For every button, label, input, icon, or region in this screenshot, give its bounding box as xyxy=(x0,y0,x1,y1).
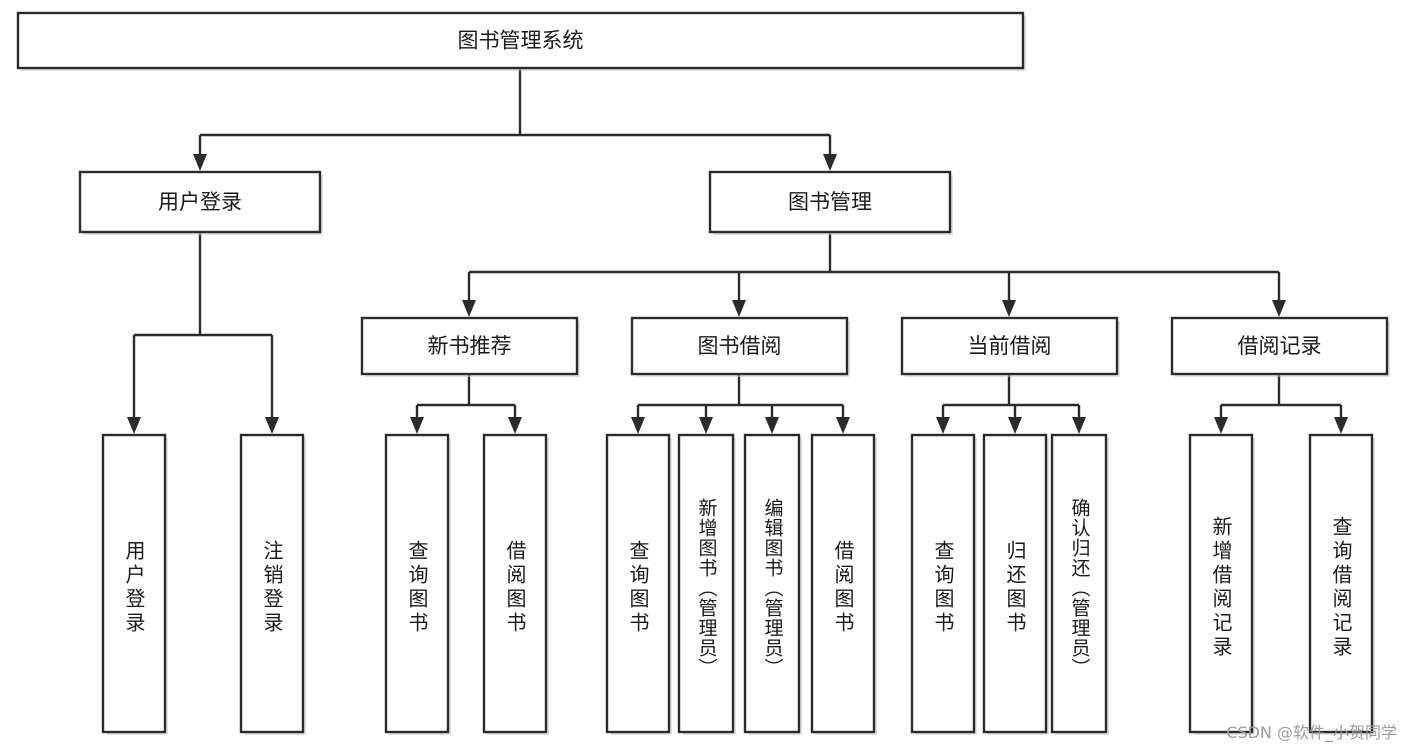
connector-current-borrow-to-leaves xyxy=(936,374,1086,434)
node-root[interactable]: 图书管理系统 xyxy=(16,11,1026,71)
arrow-head-icon xyxy=(1002,300,1016,317)
connector-book-borrow-to-leaves xyxy=(631,374,850,434)
arrow-head-icon xyxy=(410,417,424,434)
node-leaf-query-borrow-record[interactable] xyxy=(1308,433,1375,735)
connector-root-to-level2 xyxy=(193,68,837,171)
arrow-head-icon xyxy=(462,300,476,317)
arrow-head-icon xyxy=(1072,417,1086,434)
arrow-head-icon xyxy=(127,417,141,434)
node-label: 图书管理系统 xyxy=(458,29,584,53)
node-label: 新书推荐 xyxy=(428,334,512,358)
node-current-borrow[interactable]: 当前借阅 xyxy=(900,316,1120,377)
node-leaf-query-book-3[interactable] xyxy=(910,433,977,735)
arrow-head-icon xyxy=(699,417,713,434)
arrow-head-icon xyxy=(936,417,950,434)
node-borrow-record[interactable]: 借阅记录 xyxy=(1170,316,1390,377)
node-leaf-add-borrow-record[interactable] xyxy=(1188,433,1255,735)
node-label: 图书管理 xyxy=(788,190,872,214)
arrow-head-icon xyxy=(765,417,779,434)
node-leaf-user-logout[interactable] xyxy=(239,433,306,735)
node-leaf-add-book-admin[interactable] xyxy=(677,433,736,735)
arrow-head-icon xyxy=(193,154,207,171)
node-label: 当前借阅 xyxy=(968,334,1052,358)
arrow-head-icon xyxy=(631,417,645,434)
arrow-head-icon xyxy=(836,417,850,434)
node-leaf-borrow-book-2[interactable] xyxy=(810,433,877,735)
node-leaf-confirm-return-admin[interactable] xyxy=(1050,433,1109,735)
arrow-head-icon xyxy=(732,300,746,317)
node-leaf-query-book-1[interactable] xyxy=(384,433,451,735)
arrow-head-icon xyxy=(508,417,522,434)
node-new-book-rec[interactable]: 新书推荐 xyxy=(360,316,580,377)
node-leaf-query-book-2[interactable] xyxy=(605,433,672,735)
node-user-login[interactable]: 用户登录 xyxy=(78,170,323,235)
node-label: 图书借阅 xyxy=(698,334,782,358)
connector-book-manage-to-level3 xyxy=(462,232,1286,317)
arrow-head-icon xyxy=(1008,417,1022,434)
node-leaf-user-login[interactable] xyxy=(101,433,168,735)
arrow-head-icon xyxy=(1214,417,1228,434)
connector-layer xyxy=(127,68,1348,434)
node-leaf-edit-book-admin[interactable] xyxy=(743,433,802,735)
node-book-manage[interactable]: 图书管理 xyxy=(708,170,953,235)
connector-user-login-to-leaves xyxy=(127,232,279,434)
node-label: 借阅记录 xyxy=(1238,334,1322,358)
arrow-head-icon xyxy=(265,417,279,434)
connector-new-book-rec-to-leaves xyxy=(410,374,522,434)
connector-borrow-record-to-leaves xyxy=(1214,374,1348,434)
node-label: 用户登录 xyxy=(158,190,242,214)
arrow-head-icon xyxy=(823,154,837,171)
node-book-borrow[interactable]: 图书借阅 xyxy=(630,316,850,377)
node-leaf-return-book[interactable] xyxy=(982,433,1049,735)
node-leaf-borrow-book-1[interactable] xyxy=(482,433,549,735)
arrow-head-icon xyxy=(1272,300,1286,317)
arrow-head-icon xyxy=(1334,417,1348,434)
watermark-text: CSDN @软件_小贺同学 xyxy=(1226,723,1397,742)
